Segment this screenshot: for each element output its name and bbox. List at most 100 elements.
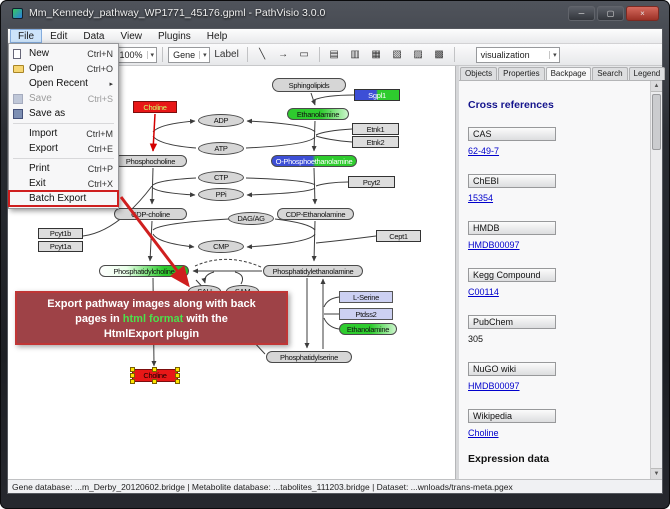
annotation-line2: pages in html format with the bbox=[75, 313, 228, 325]
line-tool-button[interactable]: ╲ bbox=[259, 49, 266, 60]
align-vertical-button[interactable]: ▥ bbox=[350, 49, 360, 60]
backpage-link[interactable]: C00114 bbox=[468, 287, 499, 297]
file-menu-shortcut: Ctrl+N bbox=[87, 48, 113, 59]
node-l-serine[interactable]: L-Serine bbox=[339, 291, 393, 303]
menu-edit[interactable]: Edit bbox=[50, 31, 68, 42]
node-pcyt1b[interactable]: Pcyt1b bbox=[38, 228, 83, 239]
tab-search[interactable]: Search bbox=[592, 67, 628, 80]
file-menu-item-open-recent[interactable]: Open Recent▸ bbox=[9, 76, 118, 91]
node-label: Etnk1 bbox=[366, 124, 385, 134]
file-menu-shortcut: Ctrl+X bbox=[87, 178, 113, 189]
datanode-type-combo[interactable]: Gene ▾ bbox=[168, 46, 210, 63]
node-o-phosphoethanolamine[interactable]: O-Phosphoethanolamine bbox=[271, 155, 357, 167]
close-button[interactable]: × bbox=[626, 6, 659, 21]
node-etnk2[interactable]: Etnk2 bbox=[352, 136, 399, 148]
align-horizontal-button[interactable]: ▤ bbox=[329, 49, 339, 60]
selection-handle[interactable] bbox=[175, 379, 180, 384]
scroll-up-button[interactable]: ▲ bbox=[651, 81, 662, 92]
node-choline[interactable]: Choline bbox=[133, 101, 177, 113]
node-cept1[interactable]: Cept1 bbox=[376, 230, 421, 242]
selection-handle[interactable] bbox=[175, 372, 180, 378]
stack-horizontal-button[interactable]: ▨ bbox=[413, 49, 423, 60]
node-label: Choline bbox=[143, 102, 167, 112]
node-label: Etnk2 bbox=[366, 137, 385, 147]
selection-handle[interactable] bbox=[130, 372, 135, 378]
selection-handle[interactable] bbox=[130, 379, 135, 384]
maximize-button[interactable]: ▢ bbox=[597, 6, 624, 21]
backpage-section-title: CAS bbox=[468, 127, 556, 141]
distribute-vertical-button[interactable]: ▧ bbox=[392, 49, 402, 60]
backpage-link[interactable]: 62-49-7 bbox=[468, 146, 500, 156]
node-cdp-choline[interactable]: CDP-choline bbox=[114, 208, 187, 220]
tab-objects[interactable]: Objects bbox=[460, 67, 498, 80]
menu-view[interactable]: View bbox=[120, 31, 142, 42]
tab-legend[interactable]: Legend bbox=[628, 67, 666, 80]
scrollbar-thumb[interactable] bbox=[652, 94, 661, 150]
node-etnk1[interactable]: Etnk1 bbox=[352, 123, 399, 135]
tab-backpage[interactable]: Backpage bbox=[545, 67, 592, 80]
backpage-section-title: NuGO wiki bbox=[468, 362, 556, 376]
panel-splitter[interactable] bbox=[456, 66, 459, 479]
selection-handle[interactable] bbox=[130, 367, 135, 372]
node-label: DAG/AG bbox=[237, 214, 265, 223]
node-adp[interactable]: ADP bbox=[198, 114, 244, 127]
node-phosphatidylserine[interactable]: Phosphatidylserine bbox=[266, 351, 352, 363]
minimize-button[interactable]: ─ bbox=[568, 6, 595, 21]
node-ethanolamine[interactable]: Ethanolamine bbox=[339, 323, 397, 335]
node-pcyt2[interactable]: Pcyt2 bbox=[348, 176, 395, 188]
scroll-down-button[interactable]: ▼ bbox=[651, 468, 662, 479]
node-cmp[interactable]: CMP bbox=[198, 240, 244, 253]
node-sphingolipids[interactable]: Sphingolipids bbox=[272, 78, 346, 92]
app-icon bbox=[12, 8, 23, 19]
panel-scrollbar[interactable]: ▲ ▼ bbox=[650, 81, 662, 479]
stack-vertical-button[interactable]: ▩ bbox=[434, 49, 444, 60]
file-menu-item-label: Export bbox=[29, 143, 58, 154]
node-atp[interactable]: ATP bbox=[198, 142, 244, 155]
selection-handle[interactable] bbox=[175, 367, 180, 372]
selection-handle[interactable] bbox=[152, 379, 157, 384]
node-pcyt1a[interactable]: Pcyt1a bbox=[38, 241, 83, 252]
menu-plugins[interactable]: Plugins bbox=[157, 31, 191, 42]
backpage-link[interactable]: HMDB00097 bbox=[468, 381, 520, 391]
backpage-link[interactable]: 15354 bbox=[468, 193, 494, 203]
node-cdp-ethanolamine[interactable]: CDP-Ethanolamine bbox=[277, 208, 354, 220]
distribute-horizontal-button[interactable]: ▦ bbox=[371, 49, 381, 60]
backpage-link[interactable]: Choline bbox=[468, 428, 499, 438]
node-dag-ag[interactable]: DAG/AG bbox=[228, 212, 274, 225]
node-label: Phosphatidylserine bbox=[280, 352, 338, 362]
tab-properties[interactable]: Properties bbox=[498, 67, 545, 80]
connector-tool-button[interactable]: → bbox=[278, 49, 289, 60]
node-choline[interactable]: Choline bbox=[130, 367, 180, 384]
menu-separator bbox=[13, 158, 114, 159]
node-ppi[interactable]: PPi bbox=[198, 188, 244, 201]
file-menu-item-label: Print bbox=[29, 163, 50, 174]
label-tool-button[interactable]: Label bbox=[214, 49, 239, 60]
node-ctp[interactable]: CTP bbox=[198, 171, 244, 184]
annotation-line3: HtmlExport plugin bbox=[103, 328, 200, 340]
shape-tool-button[interactable]: ▭ bbox=[299, 49, 309, 60]
node-label: Sphingolipids bbox=[288, 80, 330, 90]
node-phosphatidylethanolamine[interactable]: Phosphatidylethanolamine bbox=[263, 265, 363, 277]
menu-file[interactable]: File bbox=[10, 29, 43, 43]
menu-data[interactable]: Data bbox=[83, 31, 105, 42]
menu-help[interactable]: Help bbox=[206, 31, 228, 42]
file-menu-item-save-as[interactable]: Save as bbox=[9, 106, 118, 121]
visualization-combo[interactable]: visualization ▾ bbox=[475, 46, 560, 63]
zoom-combo[interactable]: 100% ▾ bbox=[114, 46, 158, 63]
node-sgpl1[interactable]: Sgpl1 bbox=[354, 89, 400, 101]
backpage-link[interactable]: HMDB00097 bbox=[468, 240, 520, 250]
file-menu-item-batch-export[interactable]: Batch Export bbox=[8, 190, 119, 207]
node-ptdss2[interactable]: Ptdss2 bbox=[339, 308, 393, 320]
node-phosphatidylcholine[interactable]: Phosphatidylcholine bbox=[99, 265, 189, 277]
selection-handle[interactable] bbox=[152, 367, 157, 372]
node-phosphocholine[interactable]: Phosphocholine bbox=[114, 155, 187, 167]
node-ethanolamine[interactable]: Ethanolamine bbox=[287, 108, 349, 120]
